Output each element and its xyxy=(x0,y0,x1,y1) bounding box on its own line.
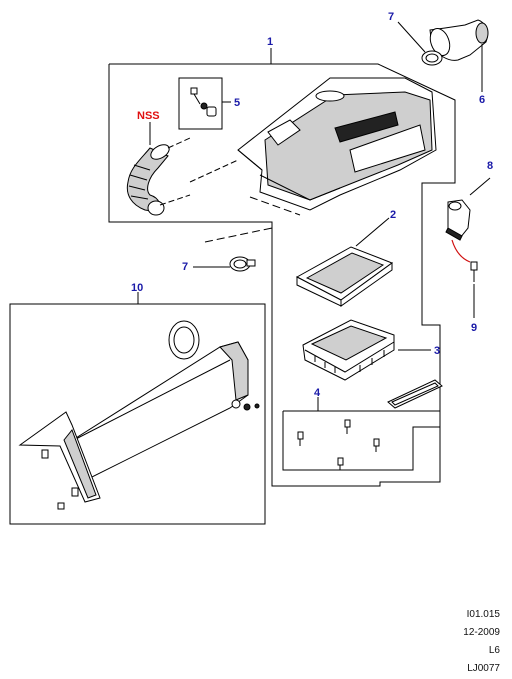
air-temp-sensor xyxy=(445,199,471,241)
air-cleaner-lower-housing xyxy=(302,319,395,381)
air-filter-element xyxy=(295,246,394,307)
callout-1: 1 xyxy=(267,36,273,48)
gasket-seal xyxy=(387,379,443,409)
callout-6: 6 xyxy=(479,94,485,106)
intake-duct xyxy=(18,320,260,510)
callout-3: 3 xyxy=(434,345,440,357)
air-cleaner-cover xyxy=(237,77,437,211)
callout-8: 8 xyxy=(487,160,493,172)
hose-clip-lower xyxy=(229,256,256,272)
part-4-box xyxy=(282,410,441,471)
callout-7-lower: 7 xyxy=(182,261,188,273)
fixing-bolts xyxy=(297,419,380,470)
screw-grommet-icon xyxy=(190,87,217,117)
nss-label: NSS xyxy=(137,110,160,122)
sensor-wire xyxy=(451,239,471,263)
callout-2: 2 xyxy=(390,209,396,221)
intake-hose-nss xyxy=(126,144,170,216)
reference-engine: L6 xyxy=(488,645,500,656)
part-5-box xyxy=(178,77,223,130)
assembly-outline xyxy=(108,63,456,487)
intake-elbow xyxy=(429,19,489,61)
hose-clip-upper xyxy=(421,50,443,66)
callout-10: 10 xyxy=(131,282,143,294)
reference-block: I01.015 12-2009 L6 LJ0077 xyxy=(463,606,500,678)
callout-4: 4 xyxy=(314,387,321,399)
bolt-9 xyxy=(470,261,478,282)
callout-5: 5 xyxy=(234,97,240,109)
reference-date: 12-2009 xyxy=(463,627,500,638)
callout-7-upper: 7 xyxy=(388,11,394,23)
reference-illustration-id: LJ0077 xyxy=(467,663,500,674)
callout-9: 9 xyxy=(471,322,477,334)
reference-code: I01.015 xyxy=(466,609,500,620)
